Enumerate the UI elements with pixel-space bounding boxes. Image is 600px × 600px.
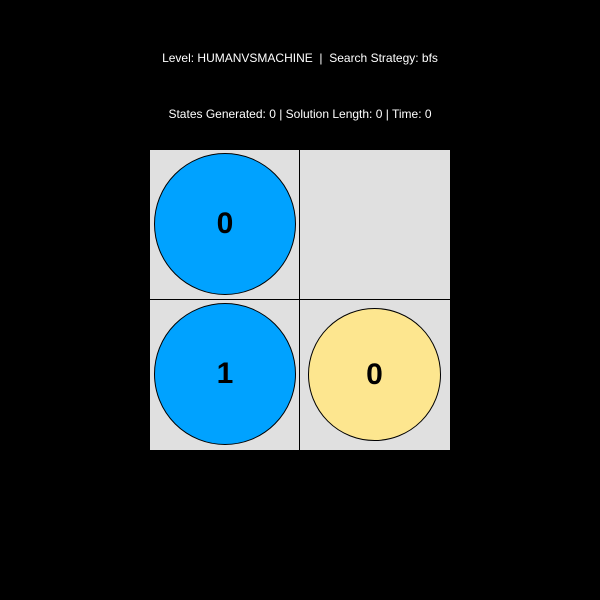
board-cell-1-1[interactable]: 0 — [300, 300, 450, 450]
blue-piece[interactable]: 1 — [154, 303, 296, 445]
yellow-piece[interactable]: 0 — [308, 308, 441, 441]
blue-piece[interactable]: 0 — [154, 153, 296, 295]
game-board: 0 1 0 — [150, 150, 450, 450]
search-stats-label: States Generated: 0 | Solution Length: 0… — [168, 107, 432, 121]
board-cell-1-0[interactable]: 1 — [150, 300, 300, 450]
board-cell-0-0[interactable]: 0 — [150, 150, 300, 300]
board-cell-0-1[interactable] — [300, 150, 450, 300]
level-strategy-label: Level: HUMANVSMACHINE | Search Strategy:… — [162, 51, 438, 65]
